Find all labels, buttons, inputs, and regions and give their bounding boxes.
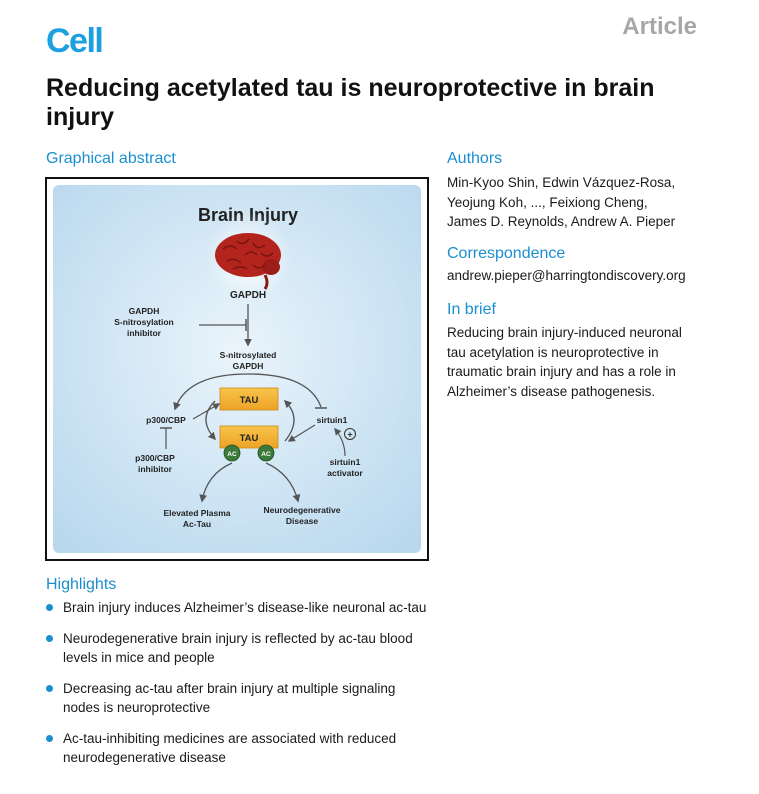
authors-line: Min-Kyoo Shin, Edwin Vázquez-Rosa, xyxy=(447,175,676,190)
gapdh-label: GAPDH xyxy=(230,290,266,301)
gapdh-inhibitor-label-line2: S-nitrosylation xyxy=(114,317,174,327)
authors-list: Min-Kyoo Shin, Edwin Vázquez-Rosa, Yeoju… xyxy=(447,173,675,232)
highlight-item: Decreasing ac-tau after brain injury at … xyxy=(46,679,446,717)
highlight-text-line1: Brain injury induces Alzheimer’s disease… xyxy=(63,600,427,615)
p300-label: p300/CBP xyxy=(146,415,186,425)
gapdh-inhibitor-label-line3: inhibitor xyxy=(127,328,162,338)
tau-box-top xyxy=(219,387,279,411)
graphical-abstract-figure: Brain Injury GAPDH GAPDH S-nitrosylation… xyxy=(45,177,429,561)
bullet-icon xyxy=(46,635,53,642)
brain-icon xyxy=(204,213,292,301)
acetyl-group-1 xyxy=(223,444,241,462)
graphical-abstract-heading: Graphical abstract xyxy=(46,150,176,167)
in-brief-text: Reducing brain injury-induced neuronal t… xyxy=(447,323,682,401)
acetyl-label-2: AC xyxy=(261,451,271,458)
tau-label-top: TAU xyxy=(240,395,259,406)
figure-background xyxy=(53,185,421,553)
tau-box-bottom xyxy=(219,425,279,449)
sirtuin1-activator-label-line2: activator xyxy=(327,468,363,478)
article-title: Reducing acetylated tau is neuroprotecti… xyxy=(46,74,655,131)
journal-logo: Cell xyxy=(46,22,104,60)
in-brief-line: traumatic brain injury and has a role in xyxy=(447,364,676,379)
highlight-item: Neurodegenerative brain injury is reflec… xyxy=(46,629,446,667)
highlight-item: Ac-tau-inhibiting medicines are associat… xyxy=(46,729,446,767)
article-type-label: Article xyxy=(622,13,697,40)
bullet-icon xyxy=(46,604,53,611)
highlight-text-line2: nodes is neuroprotective xyxy=(63,700,211,715)
highlight-item: Brain injury induces Alzheimer’s disease… xyxy=(46,598,446,617)
in-brief-line: tau acetylation is neuroprotective in xyxy=(447,344,659,360)
highlight-text-line1: Neurodegenerative brain injury is reflec… xyxy=(63,631,413,646)
plus-icon xyxy=(344,428,356,440)
bullet-icon xyxy=(46,735,53,742)
highlight-text-line1: Ac-tau-inhibiting medicines are associat… xyxy=(63,731,397,746)
correspondence-email[interactable]: andrew.pieper@harringtondiscovery.org xyxy=(447,268,686,283)
s-nitrosylated-label-line1: S-nitrosylated xyxy=(220,350,277,360)
neurodegenerative-disease-label-line1: Neurodegenerative xyxy=(264,505,341,515)
s-nitrosylated-label-line2: GAPDH xyxy=(233,361,264,371)
sirtuin1-label: sirtuin1 xyxy=(317,415,348,425)
highlights-list: Brain injury induces Alzheimer’s disease… xyxy=(46,598,446,779)
bullet-icon xyxy=(46,685,53,692)
authors-line: James D. Reynolds, Andrew A. Pieper xyxy=(447,214,676,229)
acetyl-label-1: AC xyxy=(227,451,237,458)
in-brief-line: Reducing brain injury-induced neuronal xyxy=(447,325,682,340)
in-brief-heading: In brief xyxy=(447,301,496,318)
neurodegenerative-disease-label-line2: Disease xyxy=(286,516,318,526)
highlight-text-line2: neurodegenerative disease xyxy=(63,750,226,765)
plus-label: + xyxy=(347,430,352,440)
elevated-plasma-label-line2: Ac-Tau xyxy=(183,519,211,529)
authors-heading: Authors xyxy=(447,150,503,167)
highlight-text-line2: levels in mice and people xyxy=(63,650,215,665)
highlight-text-line1: Decreasing ac-tau after brain injury at … xyxy=(63,681,396,696)
elevated-plasma-label-line1: Elevated Plasma xyxy=(163,508,230,518)
highlights-heading: Highlights xyxy=(46,576,117,593)
authors-line: Yeojung Koh, ..., Feixiong Cheng, xyxy=(447,194,648,210)
p300-inhibitor-label-line1: p300/CBP xyxy=(135,453,175,463)
correspondence-heading: Correspondence xyxy=(447,245,566,262)
tau-label-bottom: TAU xyxy=(240,433,259,444)
sirtuin1-activator-label-line1: sirtuin1 xyxy=(330,457,361,467)
p300-inhibitor-label-line2: inhibitor xyxy=(138,464,173,474)
gapdh-inhibitor-label-line1: GAPDH xyxy=(129,306,160,316)
acetyl-group-2 xyxy=(257,444,275,462)
in-brief-line: Alzheimer’s disease pathogenesis. xyxy=(447,383,656,399)
